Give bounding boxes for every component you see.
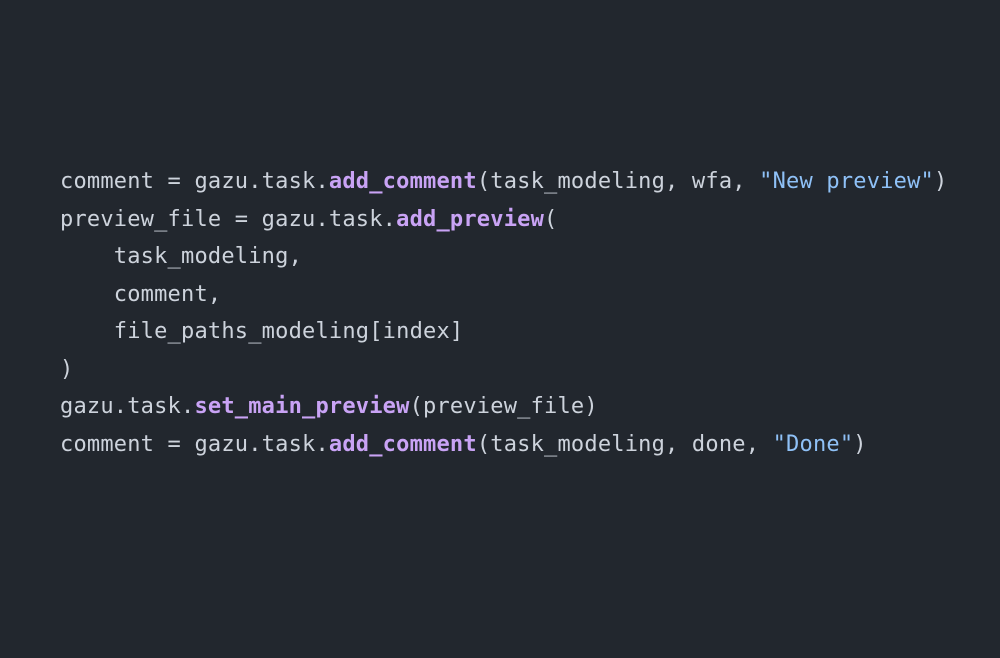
code-line: comment = gazu.task.add_comment(task_mod… — [60, 163, 980, 201]
code-text-token: comment = gazu.task. — [60, 431, 329, 457]
code-line: task_modeling, — [60, 238, 980, 276]
function-name-token: set_main_preview — [194, 394, 410, 419]
code-line: ) — [60, 351, 980, 389]
code-line: gazu.task.set_main_preview(preview_file) — [60, 388, 980, 426]
code-text-token: ) — [933, 169, 948, 194]
function-name-token: add_comment — [328, 169, 477, 194]
code-text-token: gazu.task. — [60, 394, 195, 419]
code-text-token: ( — [544, 206, 558, 232]
string-literal-token: "Done" — [772, 431, 854, 457]
code-text-token: (task_modeling, done, — [476, 431, 773, 457]
code-text-token: task_modeling, — [60, 244, 303, 269]
function-name-token: add_comment — [328, 431, 477, 457]
code-text-token: preview_file = gazu.task. — [60, 206, 397, 232]
code-line: comment, — [60, 276, 980, 314]
code-text-token: file_paths_modeling[index] — [60, 319, 464, 344]
code-line: preview_file = gazu.task.add_preview( — [60, 201, 980, 239]
code-line: file_paths_modeling[index] — [60, 313, 980, 351]
code-text-token: comment, — [60, 281, 222, 307]
code-text-token: (preview_file) — [409, 394, 598, 419]
string-literal-token: "New preview" — [759, 169, 934, 194]
code-text-token: ) — [853, 431, 867, 457]
code-block: comment = gazu.task.add_comment(task_mod… — [60, 163, 980, 463]
code-text-token: ) — [60, 356, 74, 382]
code-text-token: comment = gazu.task. — [60, 169, 329, 194]
code-text-token: (task_modeling, wfa, — [476, 169, 760, 194]
code-line: comment = gazu.task.add_comment(task_mod… — [60, 426, 980, 464]
function-name-token: add_preview — [396, 206, 545, 232]
